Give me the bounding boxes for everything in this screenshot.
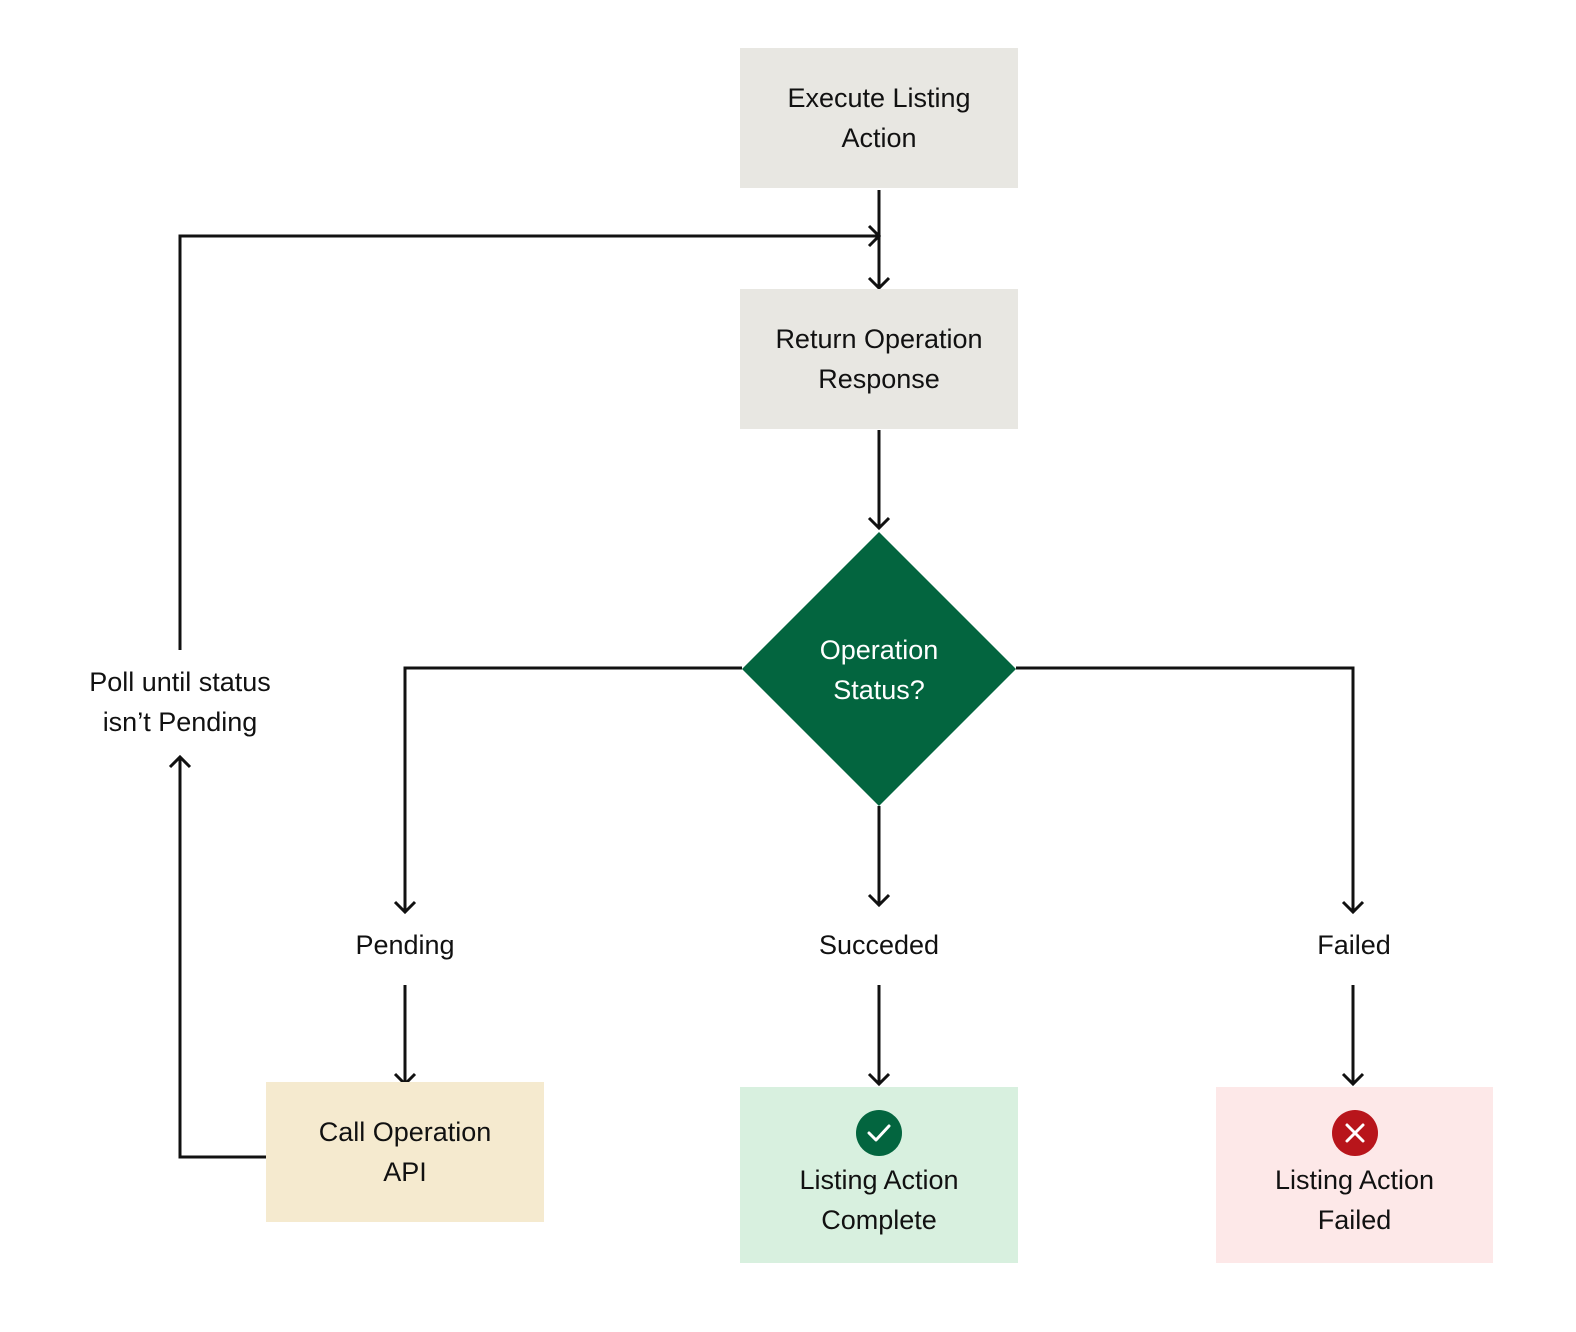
listing-action-failed-node: Listing Action Failed xyxy=(1216,1087,1493,1263)
arrowhead-return xyxy=(867,276,891,291)
edge-poll-loop-top xyxy=(178,234,879,650)
branch-label-pending: Pending xyxy=(355,930,455,960)
listing-action-complete-node: Listing Action Complete xyxy=(740,1087,1018,1263)
decision-diamond-shape xyxy=(742,532,1016,806)
check-circle-icon xyxy=(856,1110,902,1156)
arrowhead-pending xyxy=(393,900,417,915)
execute-listing-action-node: Execute Listing Action xyxy=(740,48,1018,188)
return-operation-response-node: Return Operation Response xyxy=(740,289,1018,429)
arrowhead-decision xyxy=(867,516,891,531)
operation-status-decision-node: Operation Status? xyxy=(760,600,998,740)
edge-call-to-poll xyxy=(178,757,266,1159)
operation-status-label: Operation Status? xyxy=(819,635,939,705)
x-circle-icon xyxy=(1331,1110,1378,1156)
listing-action-complete-label: Listing Action Complete xyxy=(799,1165,959,1235)
call-operation-api-label: Call Operation API xyxy=(318,1117,492,1187)
arrowhead-complete xyxy=(867,1072,891,1087)
return-operation-response-label: Return Operation Response xyxy=(775,324,983,394)
operation-status-decision-diamond xyxy=(742,532,1016,806)
arrowhead-failed-box xyxy=(1341,1072,1365,1087)
edge-decision-to-pending xyxy=(403,666,742,912)
branch-label-failed: Failed xyxy=(1317,930,1391,960)
arrowhead-poll-merge xyxy=(867,224,882,248)
poll-loop-label: Poll until status isn’t Pending xyxy=(89,667,271,737)
listing-action-failed-label: Listing Action Failed xyxy=(1274,1165,1435,1235)
arrowhead-succeeded xyxy=(867,893,891,908)
arrowhead-poll xyxy=(168,754,192,769)
edge-decision-to-failed xyxy=(1016,666,1355,912)
execute-listing-action-label: Execute Listing Action xyxy=(787,83,971,153)
branch-label-succeeded: Succeded xyxy=(818,930,940,960)
call-operation-api-node: Call Operation API xyxy=(266,1082,544,1222)
arrowhead-failed xyxy=(1341,900,1365,915)
